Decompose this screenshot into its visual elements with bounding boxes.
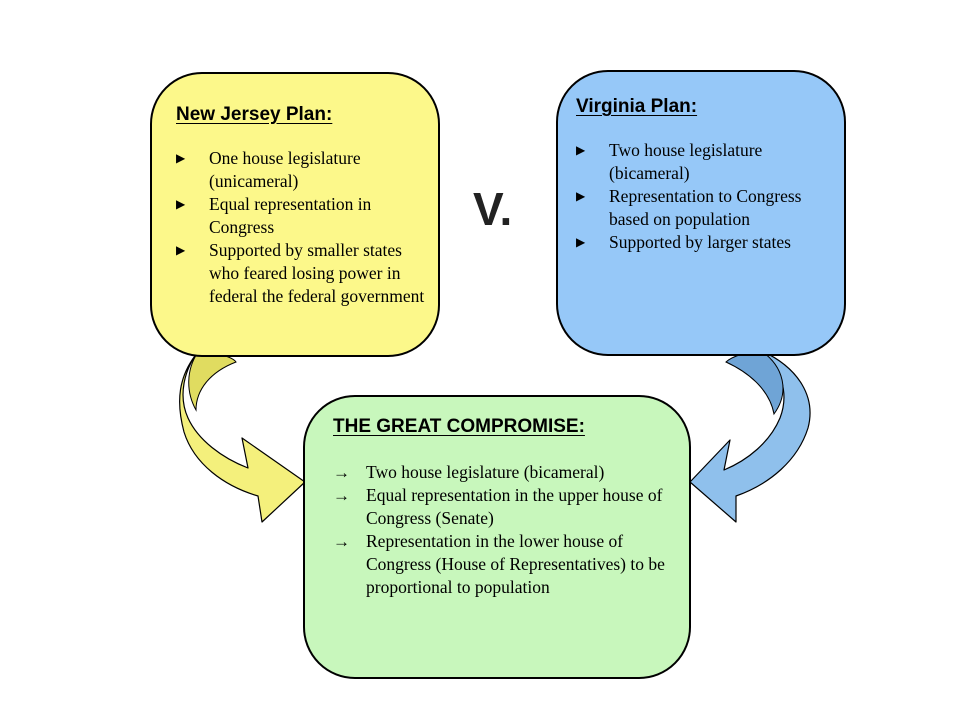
triangle-right-icon: ▶ bbox=[176, 151, 186, 165]
triangle-right-icon: ▶ bbox=[176, 243, 186, 257]
virginia-plan-box: Virginia Plan: ▶ Two house legislature (… bbox=[556, 70, 846, 356]
new-jersey-arrow-shade bbox=[188, 351, 237, 412]
list-item: ▶ Equal representation in Congress bbox=[176, 193, 426, 239]
new-jersey-plan-box: New Jersey Plan: ▶ One house legislature… bbox=[150, 72, 440, 357]
list-item: ▶ Supported by smaller states who feared… bbox=[176, 239, 426, 308]
list-item: → Representation in the lower house of C… bbox=[333, 530, 683, 599]
list-item-text: Supported by smaller states who feared l… bbox=[209, 240, 425, 306]
list-item-text: Equal representation in Congress bbox=[209, 194, 372, 237]
list-item-text: Equal representation in the upper house … bbox=[366, 485, 663, 528]
great-compromise-title: THE GREAT COMPROMISE: bbox=[333, 416, 585, 437]
list-item: ▶ Supported by larger states bbox=[576, 231, 826, 254]
great-compromise-list: → Two house legislature (bicameral) → Eq… bbox=[333, 461, 683, 599]
new-jersey-to-compromise-arrow bbox=[179, 351, 306, 523]
list-item-text: Representation to Congress based on popu… bbox=[609, 186, 802, 229]
list-item: ▶ One house legislature (unicameral) bbox=[176, 147, 426, 193]
virginia-plan-list: ▶ Two house legislature (bicameral) ▶ Re… bbox=[576, 139, 826, 254]
arrow-right-icon: → bbox=[333, 532, 350, 551]
list-item: → Two house legislature (bicameral) bbox=[333, 461, 683, 484]
arrow-right-icon: → bbox=[333, 486, 350, 505]
list-item: ▶ Representation to Congress based on po… bbox=[576, 185, 826, 231]
virginia-to-compromise-arrow bbox=[689, 349, 811, 523]
list-item-text: Supported by larger states bbox=[609, 232, 791, 252]
list-item-text: Two house legislature (bicameral) bbox=[366, 462, 605, 482]
list-item: → Equal representation in the upper hous… bbox=[333, 484, 683, 530]
triangle-right-icon: ▶ bbox=[176, 197, 186, 211]
new-jersey-plan-title: New Jersey Plan: bbox=[176, 104, 333, 125]
virginia-plan-title: Virginia Plan: bbox=[576, 96, 698, 117]
great-compromise-box: THE GREAT COMPROMISE: → Two house legisl… bbox=[303, 395, 691, 679]
arrow-right-icon: → bbox=[333, 463, 350, 482]
triangle-right-icon: ▶ bbox=[576, 189, 586, 203]
list-item-text: Representation in the lower house of Con… bbox=[366, 531, 665, 597]
triangle-right-icon: ▶ bbox=[576, 143, 586, 157]
versus-label: V. bbox=[473, 183, 513, 235]
new-jersey-plan-list: ▶ One house legislature (unicameral) ▶ E… bbox=[176, 147, 426, 308]
list-item-text: One house legislature (unicameral) bbox=[209, 148, 361, 191]
list-item-text: Two house legislature (bicameral) bbox=[609, 140, 763, 183]
list-item: ▶ Two house legislature (bicameral) bbox=[576, 139, 826, 185]
triangle-right-icon: ▶ bbox=[576, 235, 586, 249]
